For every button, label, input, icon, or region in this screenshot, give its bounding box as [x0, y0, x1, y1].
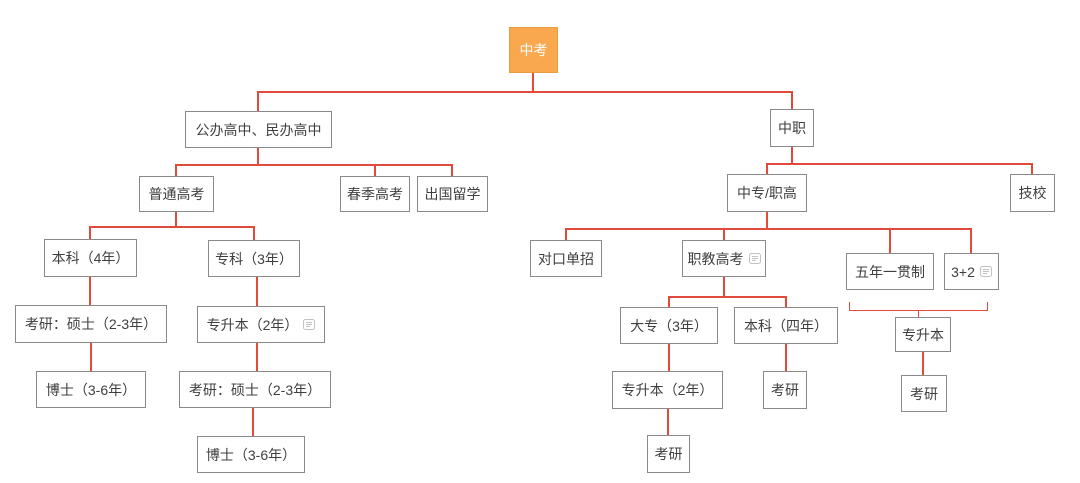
connector-line — [667, 409, 669, 435]
node-label: 普通高考 — [148, 186, 205, 202]
node-label: 技校 — [1018, 185, 1047, 201]
connector-line — [89, 226, 91, 239]
node-kaoyan-mid[interactable]: 考研 — [763, 371, 807, 409]
bracket-line — [918, 310, 919, 318]
connector-line — [257, 91, 793, 93]
node-upgrade-right[interactable]: 专升本 — [895, 317, 951, 352]
node-zhongzhuan-zhigao[interactable]: 中专/职高 — [727, 174, 807, 212]
connector-line — [889, 228, 891, 253]
connector-line — [766, 163, 1033, 165]
node-college-3yr[interactable]: 专科（3年） — [208, 240, 300, 277]
node-label: 大专（3年） — [630, 317, 708, 334]
connector-line — [668, 296, 670, 307]
connector-line — [257, 148, 259, 165]
node-study-abroad[interactable]: 出国留学 — [417, 176, 488, 212]
node-label: 公办高中、民办高中 — [195, 121, 322, 138]
connector-line — [257, 91, 259, 111]
node-label: 专升本（2年） — [206, 316, 299, 333]
connector-line — [252, 408, 254, 436]
node-label: 对口单招 — [538, 250, 594, 267]
connector-line — [175, 212, 177, 227]
node-phd-3-6yr[interactable]: 博士（3-6年） — [36, 371, 146, 408]
connector-line — [791, 91, 793, 109]
node-label: 博士（3-6年） — [45, 381, 137, 398]
node-label: 五年一贯制 — [855, 263, 925, 280]
node-label: 专升本（2年） — [621, 382, 714, 398]
node-label: 考研 — [771, 382, 799, 398]
node-spring-gaokao[interactable]: 春季高考 — [340, 176, 410, 212]
note-icon[interactable] — [748, 253, 761, 264]
connector-line — [970, 228, 972, 253]
connector-line — [175, 164, 177, 176]
connector-line — [256, 343, 258, 371]
connector-line — [532, 73, 534, 92]
node-technical-school[interactable]: 技校 — [1010, 174, 1055, 212]
node-label: 考研：硕士（2-3年） — [24, 316, 158, 332]
connector-line — [766, 212, 768, 229]
connector-line — [723, 277, 725, 297]
node-label: 3+2 — [951, 263, 975, 280]
node-masters-2-3yr[interactable]: 考研：硕士（2-3年） — [15, 305, 167, 343]
connector-line — [90, 343, 92, 371]
node-label: 中考 — [519, 42, 548, 58]
connector-line — [565, 228, 972, 230]
node-masters-2-3yr-2[interactable]: 考研：硕士（2-3年） — [179, 371, 331, 408]
node-five-year-program[interactable]: 五年一贯制 — [846, 253, 934, 290]
node-label: 专升本 — [902, 326, 944, 343]
connector-line — [89, 277, 91, 305]
node-label: 职教高考 — [687, 250, 744, 267]
node-phd-3-6yr-2[interactable]: 博士（3-6年） — [197, 436, 305, 473]
node-label: 春季高考 — [347, 186, 403, 202]
node-label: 考研 — [910, 385, 938, 402]
connector-line — [785, 296, 787, 307]
node-label: 专科（3年） — [215, 250, 293, 267]
connector-line — [374, 164, 376, 176]
connector-line — [785, 344, 787, 371]
connector-line — [668, 344, 670, 371]
node-label: 本科（四年） — [744, 317, 828, 334]
connector-line — [451, 164, 453, 176]
node-regular-gaokao[interactable]: 普通高考 — [139, 176, 214, 212]
node-upgrade-2yr-left[interactable]: 专升本（2年） — [197, 306, 325, 343]
connector-line — [922, 352, 924, 375]
bracket-line — [849, 302, 850, 311]
node-public-private-high-school[interactable]: 公办高中、民办高中 — [185, 111, 332, 148]
node-kaoyan-bottom[interactable]: 考研 — [647, 435, 690, 473]
connector-line — [253, 226, 255, 240]
node-vocational-gaokao[interactable]: 职教高考 — [682, 240, 766, 277]
connector-line — [766, 163, 768, 174]
node-bachelor-4yr[interactable]: 本科（4年） — [44, 239, 137, 277]
node-kaoyan-right[interactable]: 考研 — [901, 375, 947, 412]
node-zhongkao-root[interactable]: 中考 — [509, 27, 558, 73]
node-duikou-danzhao[interactable]: 对口单招 — [530, 240, 602, 277]
node-label: 中专/职高 — [737, 185, 797, 201]
connector-line — [256, 277, 258, 306]
connector-line — [565, 228, 567, 240]
bracket-line — [987, 302, 988, 311]
node-three-plus-two[interactable]: 3+2 — [944, 253, 999, 290]
connector-line — [668, 296, 787, 298]
note-icon[interactable] — [979, 266, 992, 277]
node-bachelor-4yr-cn[interactable]: 本科（四年） — [734, 307, 838, 344]
node-label: 中职 — [778, 120, 806, 136]
node-label: 考研：硕士（2-3年） — [188, 381, 322, 398]
node-label: 考研 — [654, 446, 683, 462]
node-label: 出国留学 — [424, 186, 481, 202]
node-upgrade-2yr-right[interactable]: 专升本（2年） — [612, 371, 723, 409]
connector-line — [89, 226, 255, 228]
connector-line — [791, 147, 793, 164]
node-label: 博士（3-6年） — [205, 446, 297, 463]
node-dazhuan-3yr[interactable]: 大专（3年） — [620, 307, 718, 344]
connector-line — [175, 164, 453, 166]
node-vocational-secondary[interactable]: 中职 — [770, 109, 814, 147]
connector-line — [723, 228, 725, 240]
node-label: 本科（4年） — [51, 250, 130, 266]
connector-line — [1031, 163, 1033, 174]
note-icon[interactable] — [303, 319, 316, 330]
